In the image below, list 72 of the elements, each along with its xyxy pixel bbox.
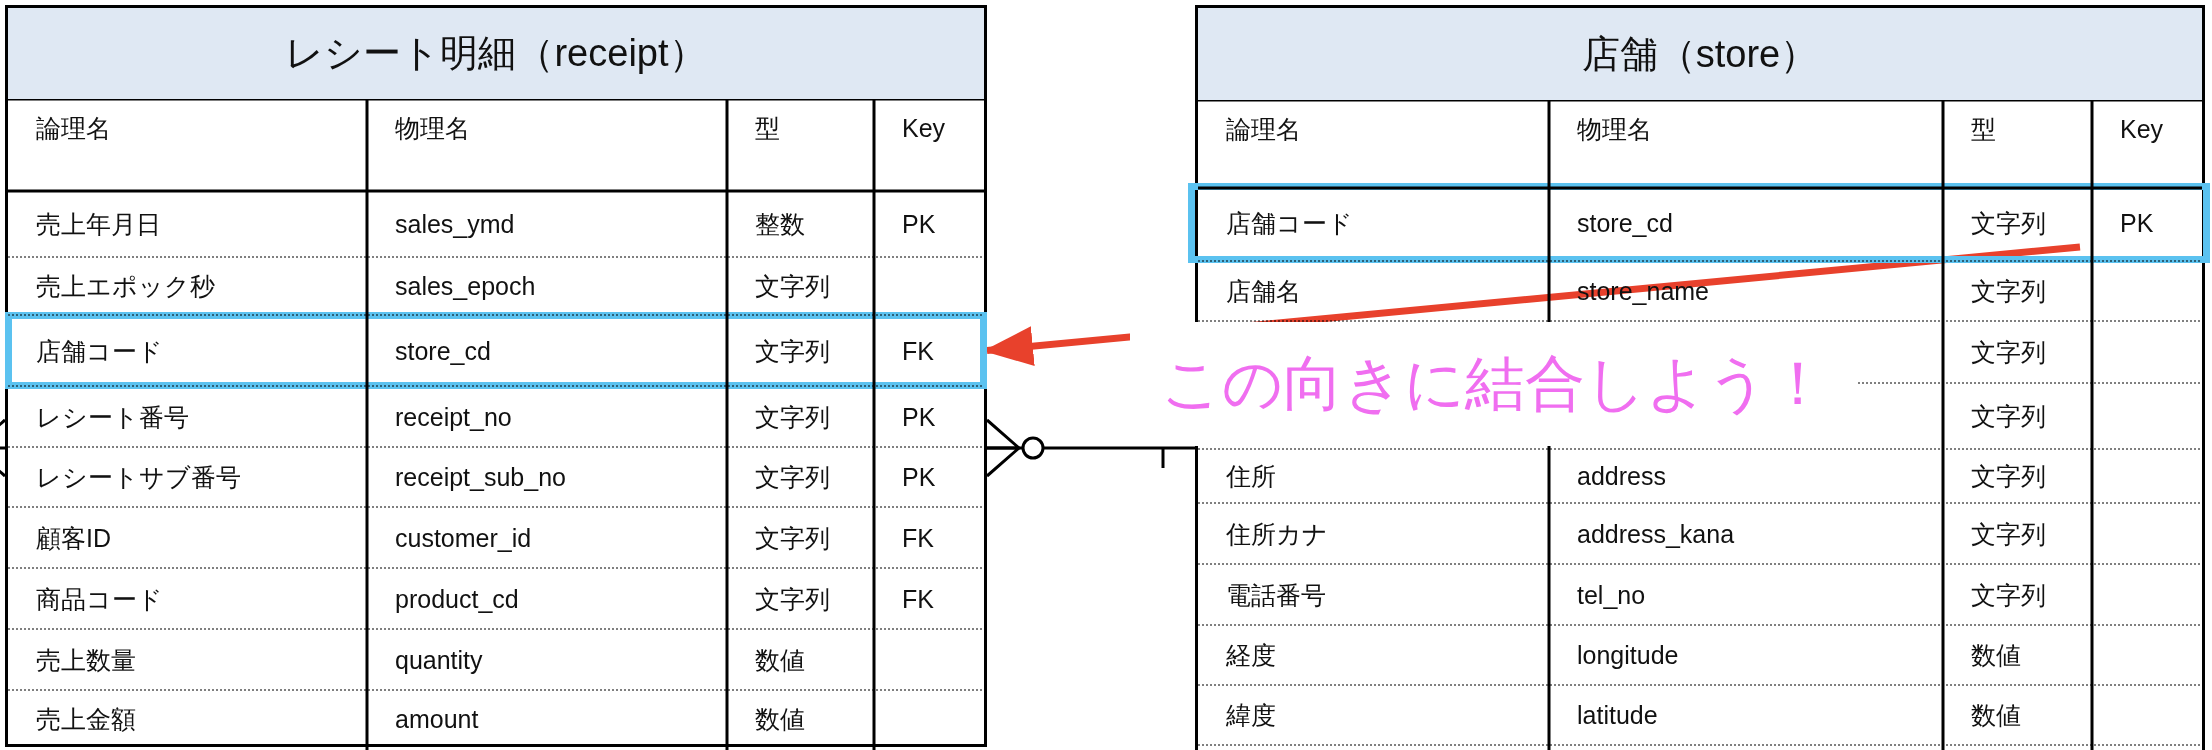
table-cell-text: 文字列: [1971, 579, 2046, 610]
table-cell-text: amount: [395, 703, 479, 734]
table-cell-text: address_kana: [1577, 518, 1735, 549]
edge-label: この向きに結合しよう！: [1130, 322, 1858, 446]
table-cell-text: 住所: [1226, 461, 1276, 491]
table-cell-text: 文字列: [1971, 461, 2046, 491]
table-cell-text: latitude: [1577, 700, 1658, 730]
table-cell-text: FK: [902, 335, 934, 366]
table-cell-text: 商品コード: [36, 583, 163, 614]
table-cell-text: 文字列: [1971, 276, 2046, 306]
table-cell-text: 店舗コード: [36, 335, 163, 366]
table-cell-text: 売上金額: [36, 703, 136, 734]
table-cell-text: レシートサブ番号: [36, 462, 241, 492]
table-cell-text: 売上年月日: [36, 209, 161, 239]
entity-table: [5, 5, 987, 747]
table-title: 店舗（store）: [1198, 8, 2202, 100]
table-cell-text: quantity: [395, 644, 483, 675]
table-cell-text: 文字列: [1971, 401, 2046, 431]
table-cell-text: receipt_no: [395, 401, 512, 432]
relationship-line: [0, 418, 7, 478]
table-cell-text: PK: [2120, 208, 2154, 238]
table-cell-text: 電話番号: [1226, 579, 1326, 610]
table-cell-text: 店舗名: [1226, 276, 1301, 306]
table-cell-text: PK: [902, 401, 936, 432]
table-cell-text: receipt_sub_no: [395, 462, 566, 492]
table-cell-text: address: [1577, 461, 1666, 491]
table-cell-text: 顧客ID: [36, 522, 111, 553]
table-cell-text: FK: [902, 522, 934, 553]
table-cell-text: product_cd: [395, 583, 519, 614]
table-cell-text: sales_epoch: [395, 271, 536, 301]
table-cell-text: sales_ymd: [395, 209, 515, 239]
table-cell-text: Key: [2120, 114, 2164, 144]
table-cell-text: 文字列: [1971, 518, 2046, 549]
table-cell-text: PK: [902, 462, 936, 492]
table-cell-text: 整数: [755, 209, 805, 239]
table-cell-text: store_cd: [395, 335, 491, 366]
highlighted-row: [5, 312, 987, 389]
table-cell-text: 文字列: [755, 401, 830, 432]
table-cell-text: customer_id: [395, 522, 532, 553]
table-cell-text: 文字列: [755, 271, 830, 301]
table-cell-text: 文字列: [755, 462, 830, 492]
table-cell-text: 数値: [1971, 700, 2021, 730]
table-cell-text: 売上エポック秒: [36, 271, 215, 301]
table-title: レシート明細（receipt）: [8, 8, 984, 99]
relationship-line: [985, 418, 1195, 478]
table-cell-text: 型: [755, 113, 780, 143]
table-cell-text: 文字列: [1971, 337, 2046, 367]
table-cell-text: 数値: [755, 644, 805, 675]
table-cell-text: 論理名: [1226, 114, 1301, 144]
table-cell-text: 緯度: [1226, 700, 1276, 730]
table-cell-text: 数値: [1971, 640, 2021, 670]
table-cell-text: 論理名: [36, 113, 111, 143]
table-cell-text: tel_no: [1577, 579, 1646, 610]
table-cell-text: 店舗コード: [1226, 208, 1353, 238]
table-cell-text: FK: [902, 583, 934, 614]
table-cell-text: store_cd: [1577, 208, 1673, 238]
table-cell-text: 物理名: [395, 113, 470, 143]
table-cell-text: 文字列: [755, 583, 830, 614]
table-cell-text: 文字列: [755, 522, 830, 553]
table-cell-text: 数値: [755, 703, 805, 734]
table-cell-text: PK: [902, 209, 936, 239]
table-cell-text: longitude: [1577, 640, 1679, 670]
highlighted-row: [1188, 183, 2210, 263]
table-cell-text: レシート番号: [36, 401, 189, 432]
table-cell-text: 文字列: [755, 335, 830, 366]
table-cell-text: 住所カナ: [1226, 518, 1328, 549]
table-cell-text: 売上数量: [36, 644, 136, 675]
table-cell-text: Key: [902, 113, 946, 143]
table-cell-text: 文字列: [1971, 208, 2046, 238]
table-cell-text: 型: [1971, 114, 1996, 144]
table-cell-text: 物理名: [1577, 114, 1652, 144]
table-cell-text: 経度: [1226, 640, 1276, 670]
